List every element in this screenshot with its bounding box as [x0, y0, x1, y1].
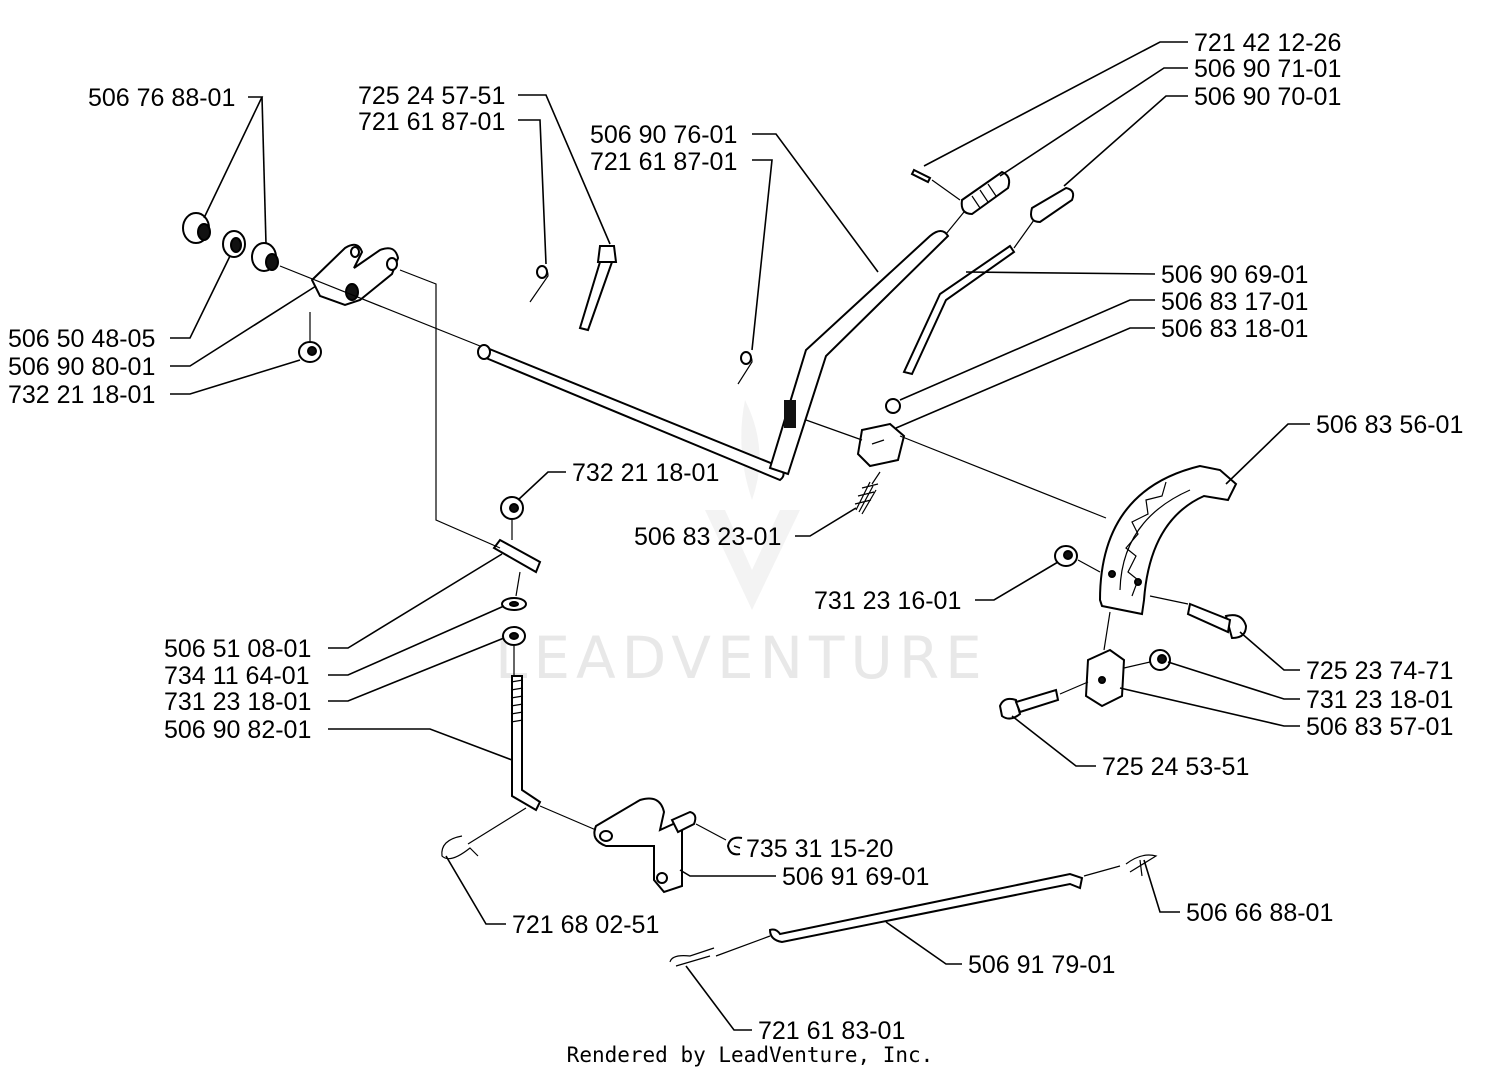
- hair-pin-icon: [1125, 854, 1158, 877]
- part-label: 721 61 87-01: [358, 108, 505, 136]
- bell-crank-icon: [593, 797, 697, 894]
- part-label: 732 21 18-01: [572, 459, 719, 487]
- cotter-pin-icon: [529, 265, 549, 303]
- assembly-lines: [279, 179, 1189, 957]
- part-label: 731 23 18-01: [1306, 686, 1453, 714]
- grip-icon: [960, 170, 1011, 216]
- part-label: 725 23 74-71: [1306, 657, 1453, 685]
- part-label: 506 90 82-01: [164, 716, 311, 744]
- knob-icon: [1030, 186, 1075, 224]
- part-label: 506 83 23-01: [634, 523, 781, 551]
- rod-icon: [902, 244, 1016, 376]
- bushing-icon: [182, 212, 211, 244]
- nut-icon: [500, 496, 524, 520]
- pin-icon: [910, 168, 932, 184]
- nut-icon: [502, 626, 526, 646]
- block-icon: [1084, 648, 1126, 708]
- part-label: 506 91 79-01: [968, 951, 1115, 979]
- part-label: 506 90 69-01: [1161, 261, 1308, 289]
- part-label: 731 23 16-01: [814, 587, 961, 615]
- pin-icon: [492, 538, 542, 574]
- quadrant-icon: [1098, 464, 1238, 616]
- part-label: 506 83 56-01: [1316, 411, 1463, 439]
- leader-lines: [170, 41, 1310, 1031]
- cotter-pin-icon: [669, 947, 715, 967]
- bracket-icon: [310, 243, 400, 307]
- part-label: 735 31 15-20: [746, 835, 893, 863]
- link-rod-icon: [768, 872, 1084, 944]
- part-label: 506 90 80-01: [8, 353, 155, 381]
- part-label: 506 90 70-01: [1194, 83, 1341, 111]
- watermark-text: LEADVENTURE: [495, 624, 988, 692]
- threaded-rod-icon: [510, 675, 542, 812]
- part-label: 721 61 83-01: [758, 1017, 905, 1045]
- part-label: 721 68 02-51: [512, 911, 659, 939]
- bolt-icon: [578, 245, 618, 332]
- lever-handle-icon: [768, 230, 950, 476]
- part-label: 506 83 17-01: [1161, 288, 1308, 316]
- watermark-logo-icon: [705, 400, 800, 610]
- part-label: 506 51 08-01: [164, 635, 311, 663]
- hair-pin-icon: [441, 835, 479, 860]
- part-label: 725 24 57-51: [358, 82, 505, 110]
- spring-icon: [854, 481, 879, 515]
- part-label: 721 61 87-01: [590, 148, 737, 176]
- bolt-icon: [998, 688, 1060, 720]
- bushing-icon: [251, 242, 279, 272]
- part-label: 725 24 53-51: [1102, 753, 1249, 781]
- part-label: 734 11 64-01: [164, 662, 310, 690]
- latch-block-icon: [856, 422, 906, 468]
- part-label: 506 83 57-01: [1306, 713, 1453, 741]
- bolt-icon: [1186, 602, 1248, 640]
- part-label: 731 23 18-01: [164, 688, 311, 716]
- nut-icon: [1149, 649, 1171, 671]
- part-label: 506 66 88-01: [1186, 899, 1333, 927]
- washer-icon: [501, 597, 527, 611]
- part-label: 506 90 76-01: [590, 121, 737, 149]
- part-label: 506 90 71-01: [1194, 55, 1341, 83]
- part-label: 506 91 69-01: [782, 863, 929, 891]
- nut-icon: [1054, 545, 1078, 567]
- footer-credit: Rendered by LeadVenture, Inc.: [566, 1043, 934, 1067]
- part-label: 506 76 88-01: [88, 84, 235, 112]
- cotter-pin-icon: [737, 351, 753, 385]
- washer-icon: [222, 230, 246, 258]
- part-label: 732 21 18-01: [8, 381, 155, 409]
- part-label: 506 50 48-05: [8, 325, 155, 353]
- part-label: 721 42 12-26: [1194, 29, 1341, 57]
- part-label: 506 83 18-01: [1161, 315, 1308, 343]
- nut-icon: [298, 341, 322, 363]
- ball-icon: [885, 398, 901, 414]
- part-labels: 506 76 88-01 725 24 57-51 721 61 87-01 5…: [8, 29, 1463, 1045]
